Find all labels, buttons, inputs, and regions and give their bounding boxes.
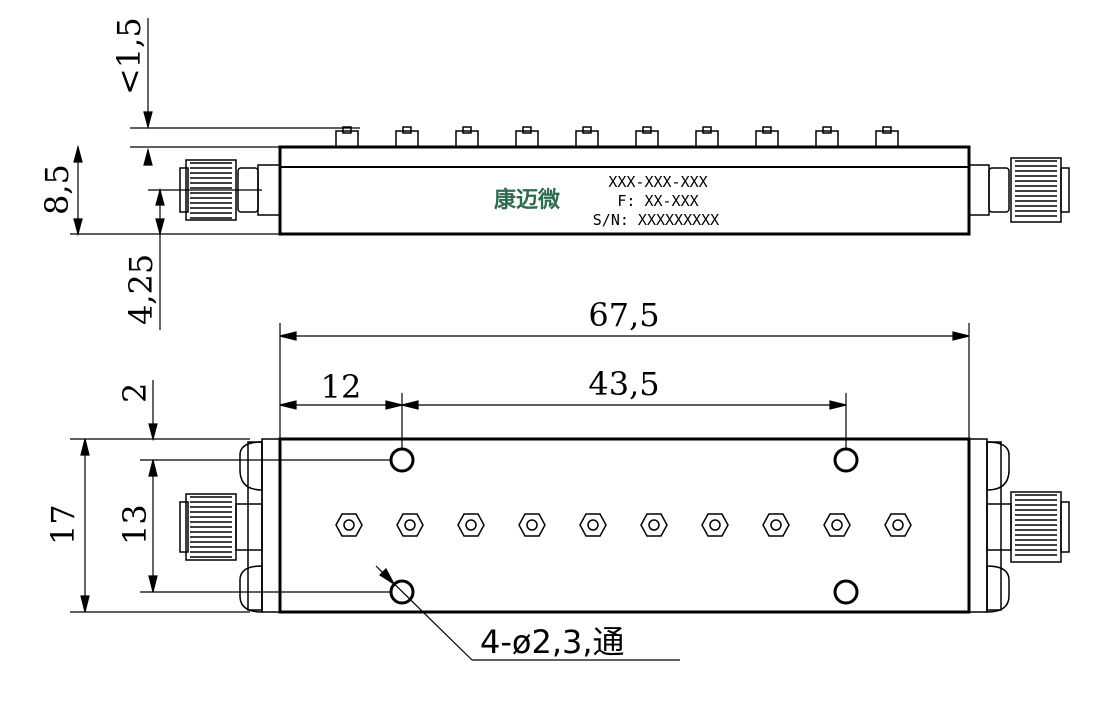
dim-hole-spacing-y: 13: [116, 504, 154, 545]
plan-view: [179, 437, 1070, 614]
right-connector-side: [968, 157, 1070, 223]
plan-dimension-lines: [70, 323, 970, 661]
mounting-hole: [833, 447, 859, 473]
company-logo: 康迈微: [494, 187, 560, 213]
hole-callout: 4-ø2,3,通: [480, 623, 625, 661]
serial-number-label: S/N: XXXXXXXXX: [593, 211, 719, 229]
dim-hole-spacing-x: 43,5: [588, 365, 659, 403]
dim-edge-to-hole: 2: [116, 383, 154, 403]
right-connector-plan: [968, 438, 1070, 613]
dim-hole-offset: 12: [321, 368, 362, 406]
mounting-hole: [389, 579, 415, 605]
dim-tuning-height: <1,5: [110, 17, 148, 95]
part-number-label: XXX-XXX-XXX: [608, 173, 707, 191]
side-dimension-lines: [70, 18, 360, 330]
tuning-nuts-plan: [335, 513, 912, 537]
dim-overall-length: 67,5: [588, 296, 659, 334]
tuning-screws-side: [335, 126, 899, 148]
mounting-hole: [389, 447, 415, 473]
dim-overall-width: 17: [44, 504, 82, 545]
dim-connector-center: 4,25: [122, 254, 160, 325]
frequency-label: F: XX-XXX: [617, 192, 698, 210]
left-connector-plan: [179, 438, 281, 613]
dim-body-height: 8,5: [38, 164, 76, 215]
mounting-hole: [833, 579, 859, 605]
plan-body: [278, 437, 971, 614]
